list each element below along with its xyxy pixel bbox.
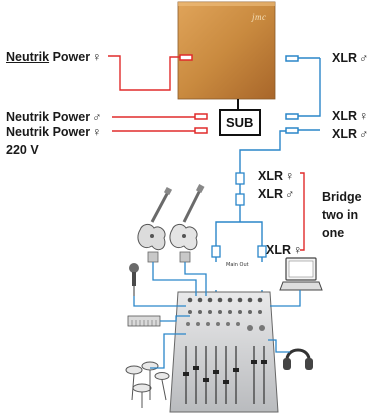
electric-guitar-icon: [137, 186, 173, 251]
label-voltage: 220 V: [6, 143, 39, 157]
power-in-connector-top: [179, 54, 193, 61]
bridge-bracket: [300, 172, 305, 251]
drum-kit-icon: [125, 361, 170, 408]
xlr-inline-male: [235, 193, 245, 206]
di-box-1: [147, 251, 159, 263]
xlr-connector-mid: [285, 113, 299, 120]
xlr-connector-bottom: [285, 127, 299, 134]
label-bridge-3: one: [322, 226, 345, 240]
xlr-inline-female: [235, 172, 245, 185]
sub-label: SUB: [226, 115, 254, 130]
xlr-connector-top: [285, 55, 299, 62]
xlr-right-out: [257, 245, 267, 258]
label-neutrik-power-female-bottom: Neutrik Power♀: [6, 125, 102, 139]
label-main-out: Main Out: [226, 262, 249, 268]
label-bridge-1: Bridge: [322, 190, 362, 204]
label-bridge-2: two in: [322, 208, 359, 222]
power-lines: [108, 55, 195, 132]
label-xlr-female-right: XLR♀: [266, 243, 303, 257]
bass-guitar-icon: [169, 184, 205, 251]
mixer-icon: [169, 291, 279, 413]
instrument-cables: [133, 262, 301, 369]
sub-box: [219, 109, 261, 136]
microphone-icon: [129, 263, 139, 296]
label-neutrik-power-female-top: Neutrik Power♀: [6, 50, 102, 64]
laptop-icon: [279, 257, 323, 291]
label-xlr-male-top: XLR♂: [332, 51, 369, 65]
label-xlr-female-mid: XLR♀: [332, 109, 369, 123]
speaker-brand-logo: jmc: [252, 12, 267, 22]
power-out-connector: [194, 113, 208, 120]
headphones-icon: [283, 348, 313, 370]
speaker-cabinet: [177, 1, 276, 100]
power-in-connector-bottom: [194, 127, 208, 134]
label-xlr-male-inline: XLR♂: [258, 187, 295, 201]
speaker-top-edge: [178, 2, 275, 6]
label-xlr-female-inline: XLR♀: [258, 169, 295, 183]
label-neutrik-power-male: Neutrik Power♂: [6, 110, 102, 124]
label-xlr-male-bottom: XLR♂: [332, 127, 369, 141]
keyboard-icon: [127, 315, 161, 327]
di-box-2: [179, 251, 191, 263]
xlr-left-out: [211, 245, 221, 258]
